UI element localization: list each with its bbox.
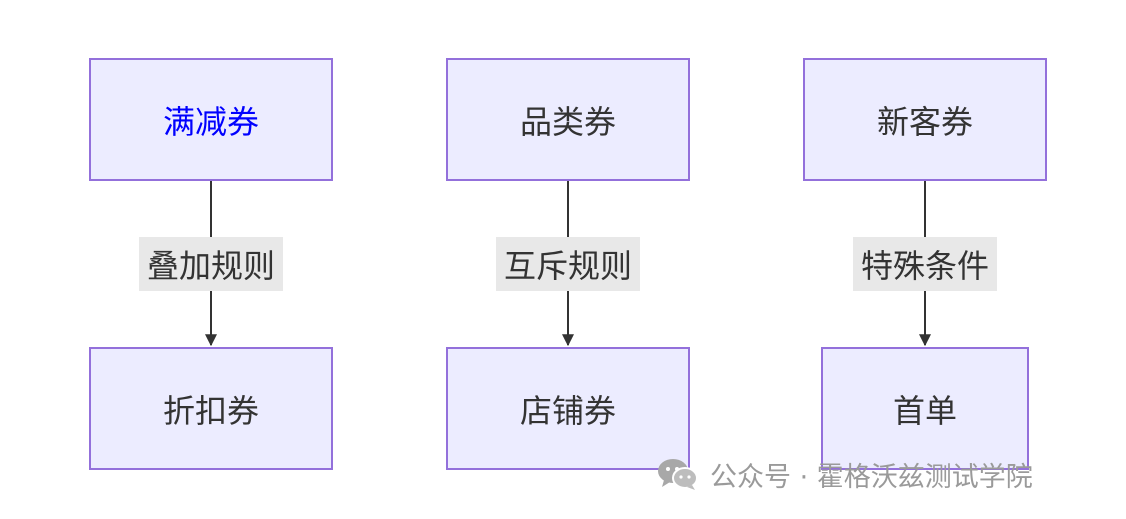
edge-label-exclusive-rule: 互斥规则 [496,237,640,291]
watermark-text: 公众号 · 霍格沃兹测试学院 [710,461,1033,493]
edge-label-special-condition: 特殊条件 [853,237,997,291]
node-discount-coupon: 折扣券 [89,347,333,470]
node-new-customer-coupon: 新客券 [803,58,1047,181]
node-category-coupon: 品类券 [446,58,690,181]
node-store-coupon: 店铺券 [446,347,690,470]
wechat-icon [658,459,698,490]
node-first-order: 首单 [821,347,1029,470]
watermark: 公众号 · 霍格沃兹测试学院 [656,454,1033,494]
node-full-reduction-coupon: 满减券 [89,58,333,181]
edge-label-stack-rule: 叠加规则 [139,237,283,291]
